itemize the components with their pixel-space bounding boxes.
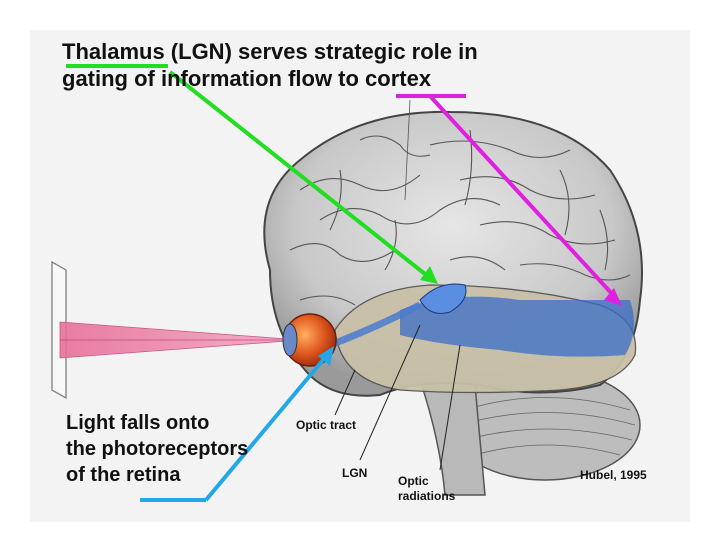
lgn-label: LGN	[342, 466, 368, 480]
gyri	[289, 99, 631, 306]
cyan-arrow	[204, 352, 330, 502]
image-plane	[51, 260, 67, 400]
optic-radiations-line-1: Optic	[398, 474, 429, 488]
optic-tract-label: Optic tract	[296, 418, 357, 432]
caption-line-1: Light falls onto	[66, 412, 210, 434]
caption-line-2: the photoreceptors	[66, 438, 249, 460]
magenta-arrow	[428, 94, 616, 298]
caption-line-3: of the retina	[66, 464, 181, 486]
title-line-1: Thalamus (LGN) serves strategic role in	[62, 39, 478, 64]
optic-tract	[328, 301, 422, 349]
green-arrow	[168, 70, 432, 280]
slide-title: Thalamus (LGN) serves strategic role in …	[62, 38, 622, 92]
title-line-2: gating of information flow to cortex	[62, 66, 432, 91]
optic-radiations-line-2: radiations	[398, 489, 456, 503]
retina-caption: Light falls onto the photoreceptors of t…	[66, 410, 306, 488]
optic-radiations-highlight	[400, 296, 634, 357]
brainstem	[418, 379, 486, 496]
lgn-highlight	[419, 283, 467, 314]
optic-radiations-label: Optic radiations	[398, 474, 455, 504]
credit-label: Hubel, 1995	[580, 468, 647, 482]
